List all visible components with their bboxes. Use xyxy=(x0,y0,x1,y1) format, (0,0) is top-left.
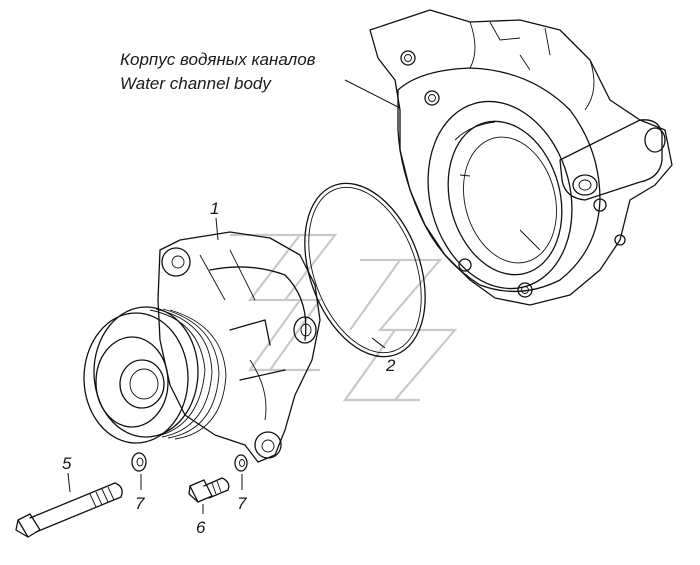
part-number-1: 1 xyxy=(210,199,219,218)
watermark-logo xyxy=(230,233,458,402)
water-pump xyxy=(83,231,321,463)
washer-left xyxy=(131,452,147,472)
body-label-en: Water channel body xyxy=(120,74,272,93)
body-label-ru: Корпус водяных каналов xyxy=(120,50,316,69)
part-number-5: 5 xyxy=(62,454,72,473)
part-number-6: 6 xyxy=(196,518,206,537)
part-number-7-left: 7 xyxy=(135,494,145,513)
washer-right xyxy=(234,454,248,472)
short-bolt xyxy=(188,477,230,503)
leader-lines xyxy=(67,79,401,514)
long-bolt xyxy=(15,482,123,538)
o-ring xyxy=(304,182,426,358)
water-channel-body xyxy=(369,9,673,306)
part-number-7-right: 7 xyxy=(237,494,247,513)
part-number-2: 2 xyxy=(385,356,396,375)
